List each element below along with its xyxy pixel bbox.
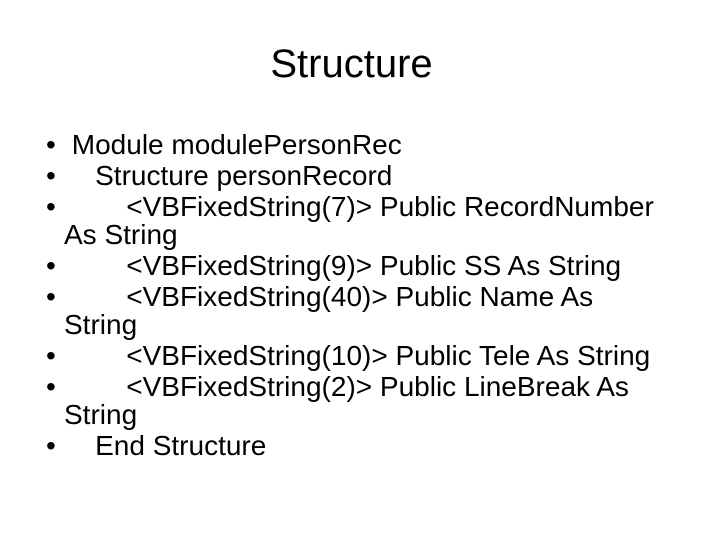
bullet-item: • Structure personRecord bbox=[46, 162, 668, 190]
bullet-item: • End Structure bbox=[46, 432, 668, 460]
bullet-icon: • bbox=[46, 430, 56, 461]
bullet-icon: • bbox=[46, 129, 56, 160]
slide-title: Structure bbox=[270, 42, 433, 86]
bullet-item: • <VBFixedString(40)> Public Name As Str… bbox=[46, 283, 668, 339]
code-line: End Structure bbox=[64, 430, 267, 461]
code-line: <VBFixedString(10)> Public Tele As Strin… bbox=[64, 340, 651, 371]
bullet-list: • Module modulePersonRec• Structure pers… bbox=[46, 131, 668, 460]
code-line: Structure personRecord bbox=[64, 160, 393, 191]
bullet-item: • <VBFixedString(2)> Public LineBreak As… bbox=[46, 373, 668, 429]
code-line: Module modulePersonRec bbox=[64, 129, 402, 160]
bullet-icon: • bbox=[46, 160, 56, 191]
code-line: <VBFixedString(7)> Public RecordNumber A… bbox=[64, 191, 661, 250]
code-line: <VBFixedString(40)> Public Name As Strin… bbox=[64, 281, 601, 340]
code-line: <VBFixedString(2)> Public LineBreak As S… bbox=[64, 371, 637, 430]
bullet-icon: • bbox=[46, 371, 56, 402]
bullet-icon: • bbox=[46, 250, 56, 281]
bullet-item: • <VBFixedString(7)> Public RecordNumber… bbox=[46, 193, 668, 249]
bullet-item: • <VBFixedString(10)> Public Tele As Str… bbox=[46, 342, 668, 370]
bullet-item: • Module modulePersonRec bbox=[46, 131, 668, 159]
bullet-icon: • bbox=[46, 340, 56, 371]
bullet-icon: • bbox=[46, 281, 56, 312]
code-line: <VBFixedString(9)> Public SS As String bbox=[64, 250, 622, 281]
bullet-item: • <VBFixedString(9)> Public SS As String bbox=[46, 252, 668, 280]
bullet-icon: • bbox=[46, 191, 56, 222]
